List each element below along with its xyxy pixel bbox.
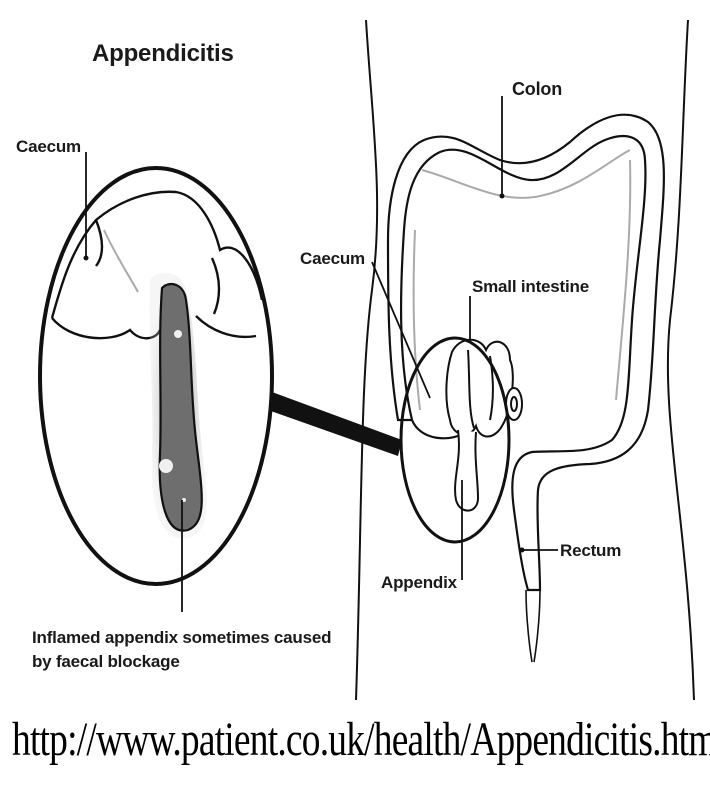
caption-line-1: Inflamed appendix sometimes caused: [32, 626, 331, 650]
label-colon: Colon: [512, 79, 562, 100]
torso-right-outline: [668, 20, 694, 700]
source-url: http://www.patient.co.uk/health/Appendic…: [12, 712, 710, 767]
diagram-title: Appendicitis: [92, 40, 234, 68]
appendix-body: [455, 430, 478, 511]
label-caecum-detail: Caecum: [16, 137, 81, 157]
label-caecum-body: Caecum: [300, 249, 365, 269]
label-rectum: Rectum: [560, 541, 621, 561]
appendix-highlight-small: [174, 330, 182, 338]
label-appendix: Appendix: [381, 573, 457, 593]
caption-line-2: by faecal blockage: [32, 650, 331, 674]
label-small-intestine: Small intestine: [472, 277, 589, 297]
anatomy-illustration: [0, 0, 710, 700]
magnifier-connector: [268, 392, 402, 456]
torso-left-outline: [356, 20, 377, 700]
appendix-highlight-large: [159, 459, 173, 473]
caption: Inflamed appendix sometimes caused by fa…: [32, 626, 331, 674]
